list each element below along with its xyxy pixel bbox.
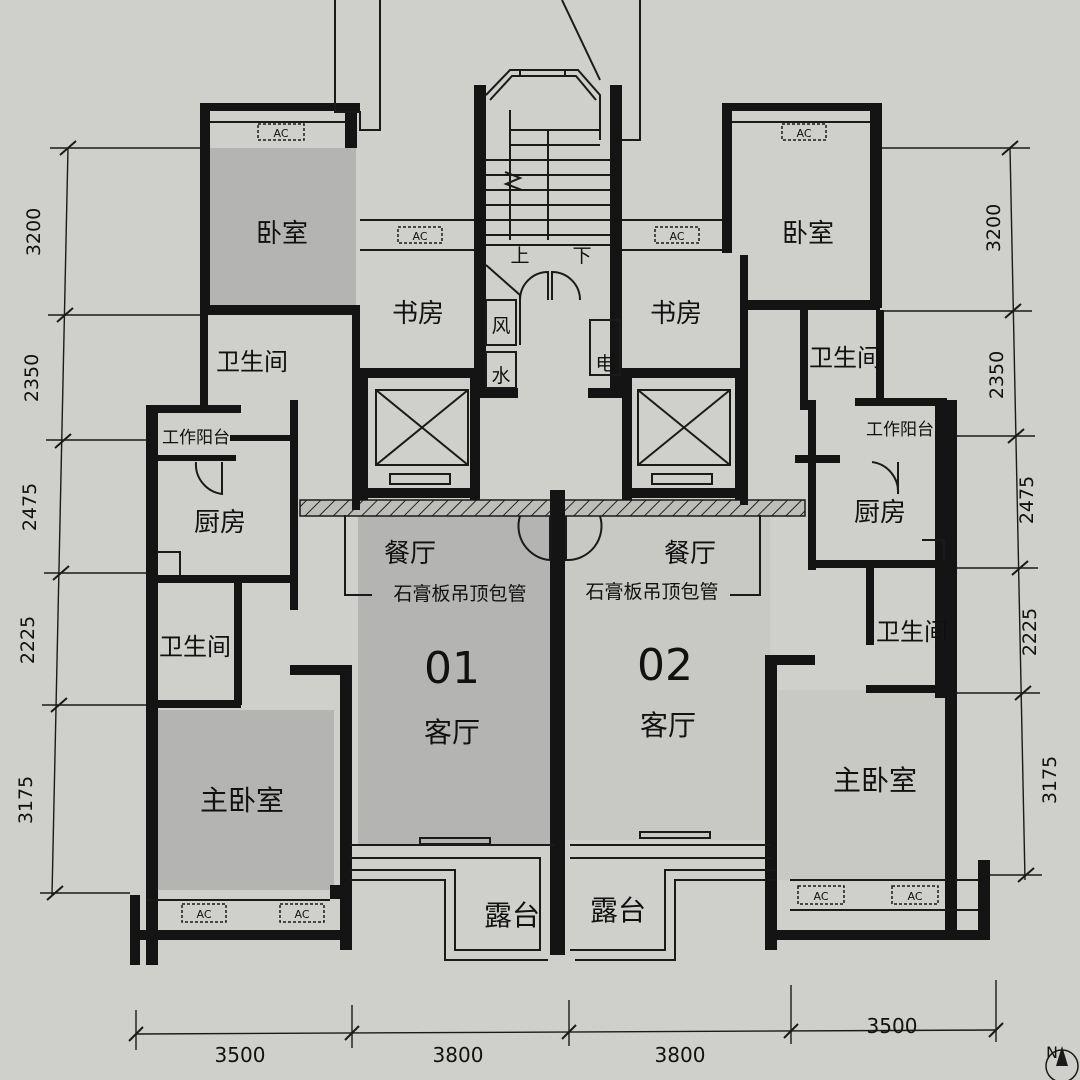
room-labels: 卧室 卧室 书房 书房 卫生间 卫生间 工作阳台 工作阳台 厨房 厨房 餐厅 餐…: [159, 219, 948, 932]
ceiling-note: 石膏板吊顶包管: [393, 582, 526, 605]
unit-number-01: 01: [424, 643, 480, 694]
ceiling-note: 石膏板吊顶包管: [585, 580, 718, 603]
room-label-work-balcony: 工作阳台: [866, 420, 934, 440]
dimension-right: 2475: [1016, 476, 1038, 524]
dimension-right: 3200: [983, 204, 1005, 252]
stair-label-down: 下: [572, 245, 591, 267]
dimension-left: 3200: [23, 208, 45, 256]
dimension-right: 2225: [1019, 608, 1041, 656]
dimension-left: 2225: [17, 616, 39, 664]
room-label-kitchen: 厨房: [194, 508, 246, 538]
ac-label: AC: [796, 127, 811, 140]
doors: [158, 270, 945, 575]
room-label-bathroom: 卫生间: [809, 344, 881, 372]
room-label-bathroom: 卫生间: [876, 618, 948, 646]
room-label-master-bedroom: 主卧室: [200, 784, 284, 817]
compass: N: [1045, 1043, 1079, 1080]
room-label-bedroom: 卧室: [256, 219, 308, 249]
dimension-left: 2350: [21, 354, 43, 402]
ac-label: AC: [412, 230, 427, 243]
room-label-living: 客厅: [424, 716, 480, 749]
dimension-bottom: 3800: [433, 1043, 484, 1067]
room-label-terrace: 露台: [484, 899, 540, 932]
compass-north-label: N: [1046, 1043, 1058, 1062]
ac-label: AC: [813, 890, 828, 903]
room-label-dining: 餐厅: [384, 539, 436, 569]
room-label-bedroom: 卧室: [782, 219, 834, 249]
dimension-left: 3175: [15, 776, 37, 824]
shaft-label-electric: 电: [595, 353, 614, 375]
dimension-lines: 3200 2350 2475 2225 3175 3200 2350 2475 …: [15, 140, 1061, 1067]
room-label-bathroom: 卫生间: [159, 633, 231, 661]
ac-units: AC AC AC AC AC AC AC AC: [181, 123, 939, 923]
room-label-living: 客厅: [640, 709, 696, 742]
room-label-master-bedroom: 主卧室: [833, 764, 917, 797]
unit-number-02: 02: [637, 640, 693, 691]
floor-shading: [148, 148, 948, 890]
shaft-label-water: 水: [491, 365, 510, 387]
walls: [130, 85, 990, 965]
room-label-terrace: 露台: [590, 894, 646, 927]
ac-label: AC: [196, 908, 211, 921]
partitions: [146, 0, 978, 961]
ac-label: AC: [907, 890, 922, 903]
ac-label: AC: [294, 908, 309, 921]
room-label-study: 书房: [650, 299, 702, 329]
dimension-right: 3175: [1039, 756, 1061, 804]
room-label-kitchen: 厨房: [854, 498, 906, 528]
ac-label: AC: [669, 230, 684, 243]
room-label-study: 书房: [392, 299, 444, 329]
dimension-left: 2475: [19, 483, 41, 531]
dimension-bottom: 3800: [655, 1043, 706, 1067]
stair-label-up: 上: [510, 245, 529, 267]
dimension-right: 2350: [986, 351, 1008, 399]
room-label-dining: 餐厅: [664, 539, 716, 569]
shaft-label-wind: 风: [491, 315, 510, 337]
ac-label: AC: [273, 127, 288, 140]
room-label-work-balcony: 工作阳台: [162, 428, 230, 448]
room-label-bathroom: 卫生间: [216, 348, 288, 376]
dimension-bottom: 3500: [215, 1043, 266, 1067]
dimension-bottom: 3500: [867, 1014, 918, 1038]
